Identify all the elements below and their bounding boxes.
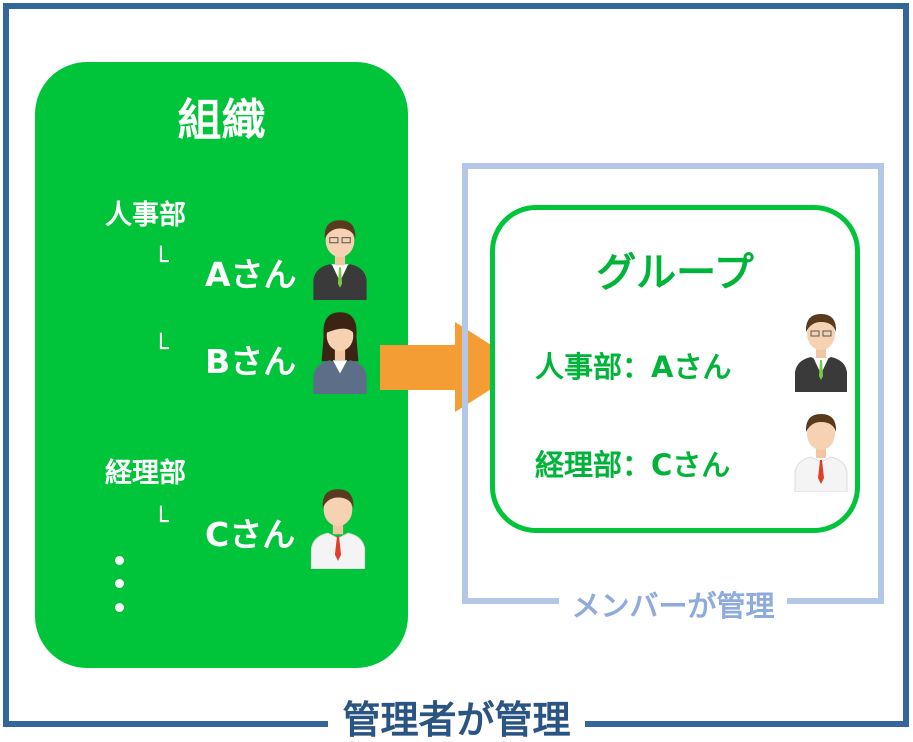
branch-icon: └ — [153, 507, 169, 537]
arrow-right-icon — [380, 322, 526, 412]
man-shirt-avatar-icon — [307, 477, 369, 569]
man-shirt-avatar-icon — [791, 402, 851, 492]
ellipsis-dot — [115, 603, 124, 612]
group-box: グループ 人事部：Aさん 経理部：Cさん — [490, 205, 860, 533]
ellipsis-dot — [115, 579, 124, 588]
branch-icon: └ — [153, 334, 169, 364]
member-name: Aさん — [205, 255, 297, 294]
man-suit-avatar-icon — [309, 208, 371, 300]
woman-suit-avatar-icon — [309, 302, 371, 394]
member-name: Bさん — [205, 342, 297, 381]
group-member: 人事部：Aさん — [535, 350, 732, 384]
member-managed-label: メンバーが管理 — [559, 589, 787, 623]
group-member: 経理部：Cさん — [535, 448, 731, 482]
department-name: 経理部 — [105, 458, 186, 489]
man-suit-avatar-icon — [791, 302, 851, 392]
branch-icon: └ — [153, 247, 169, 277]
organization-box: 組織 人事部 └ Aさん └ Bさん 経理部 └ Cさん — [35, 62, 408, 668]
ellipsis-dot — [115, 556, 124, 565]
admin-frame-label: 管理者が管理 — [328, 698, 585, 742]
group-title: グループ — [596, 250, 754, 296]
member-name: Cさん — [205, 515, 296, 554]
department-name: 人事部 — [105, 200, 186, 231]
organization-title: 組織 — [177, 95, 266, 146]
